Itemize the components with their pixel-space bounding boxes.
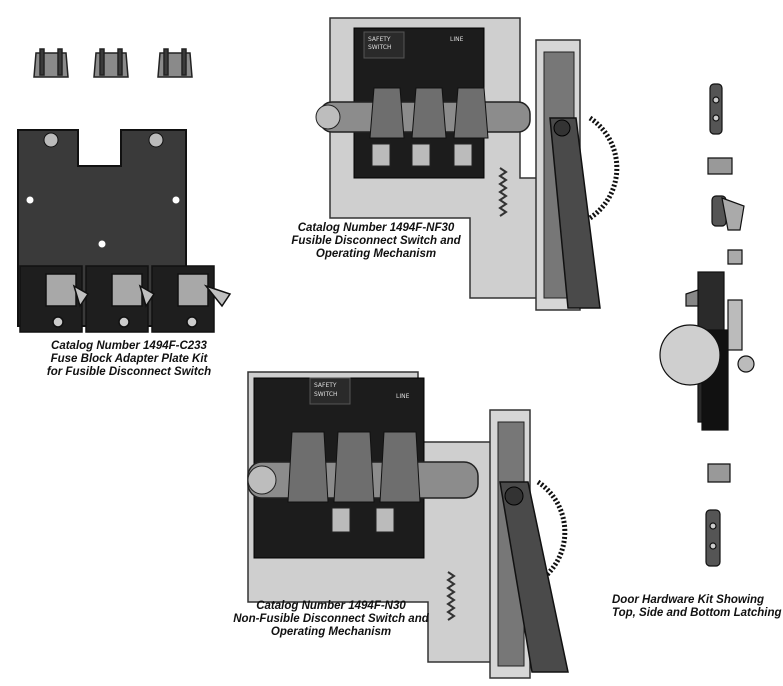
plate-text-safety: SAFETY <box>368 36 391 43</box>
caption-line: Fusible Disconnect Switch and <box>291 235 461 247</box>
caption-line: Operating Mechanism <box>270 626 392 638</box>
non-fusible-switch-illustration: SAFETY SWITCH LINE <box>247 371 569 679</box>
caption-door-hardware: Door Hardware Kit Showing Top, Side and … <box>612 594 783 620</box>
plate-text-switch: SWITCH <box>368 44 392 51</box>
fuse-clips-illustration <box>33 48 193 78</box>
door-hardware-kit-illustration <box>659 83 755 567</box>
fusible-switch-label-plate: SAFETY SWITCH LINE <box>363 31 464 59</box>
plate-text-safety: SAFETY <box>314 382 337 389</box>
caption-line: Operating Mechanism <box>315 248 437 260</box>
caption-line: Top, Side and Bottom Latching <box>612 607 782 619</box>
plate-text-line: LINE <box>450 36 464 43</box>
caption-line: Catalog Number 1494F-N30 <box>256 600 406 612</box>
caption-fuse-block-kit: Catalog Number 1494F-C233 Fuse Block Ada… <box>14 340 244 379</box>
caption-line: Non-Fusible Disconnect Switch and <box>233 613 429 625</box>
caption-line: Fuse Block Adapter Plate Kit <box>50 353 208 365</box>
plate-text-switch: SWITCH <box>314 391 338 398</box>
plate-text-line: LINE <box>396 393 410 400</box>
caption-line: Catalog Number 1494F-NF30 <box>297 222 455 234</box>
non-fusible-switch-label-plate: SAFETY SWITCH LINE <box>309 377 410 405</box>
caption-line: Door Hardware Kit Showing <box>612 594 765 606</box>
fuse-block-adapter-plate-illustration <box>17 129 232 333</box>
caption-non-fusible-switch: Catalog Number 1494F-N30 Non-Fusible Dis… <box>226 600 436 639</box>
caption-line: Catalog Number 1494F-C233 <box>51 340 207 352</box>
caption-line: for Fusible Disconnect Switch <box>46 366 212 378</box>
caption-fusible-switch: Catalog Number 1494F-NF30 Fusible Discon… <box>286 222 466 261</box>
fusible-switch-illustration: SAFETY SWITCH LINE <box>315 17 620 311</box>
